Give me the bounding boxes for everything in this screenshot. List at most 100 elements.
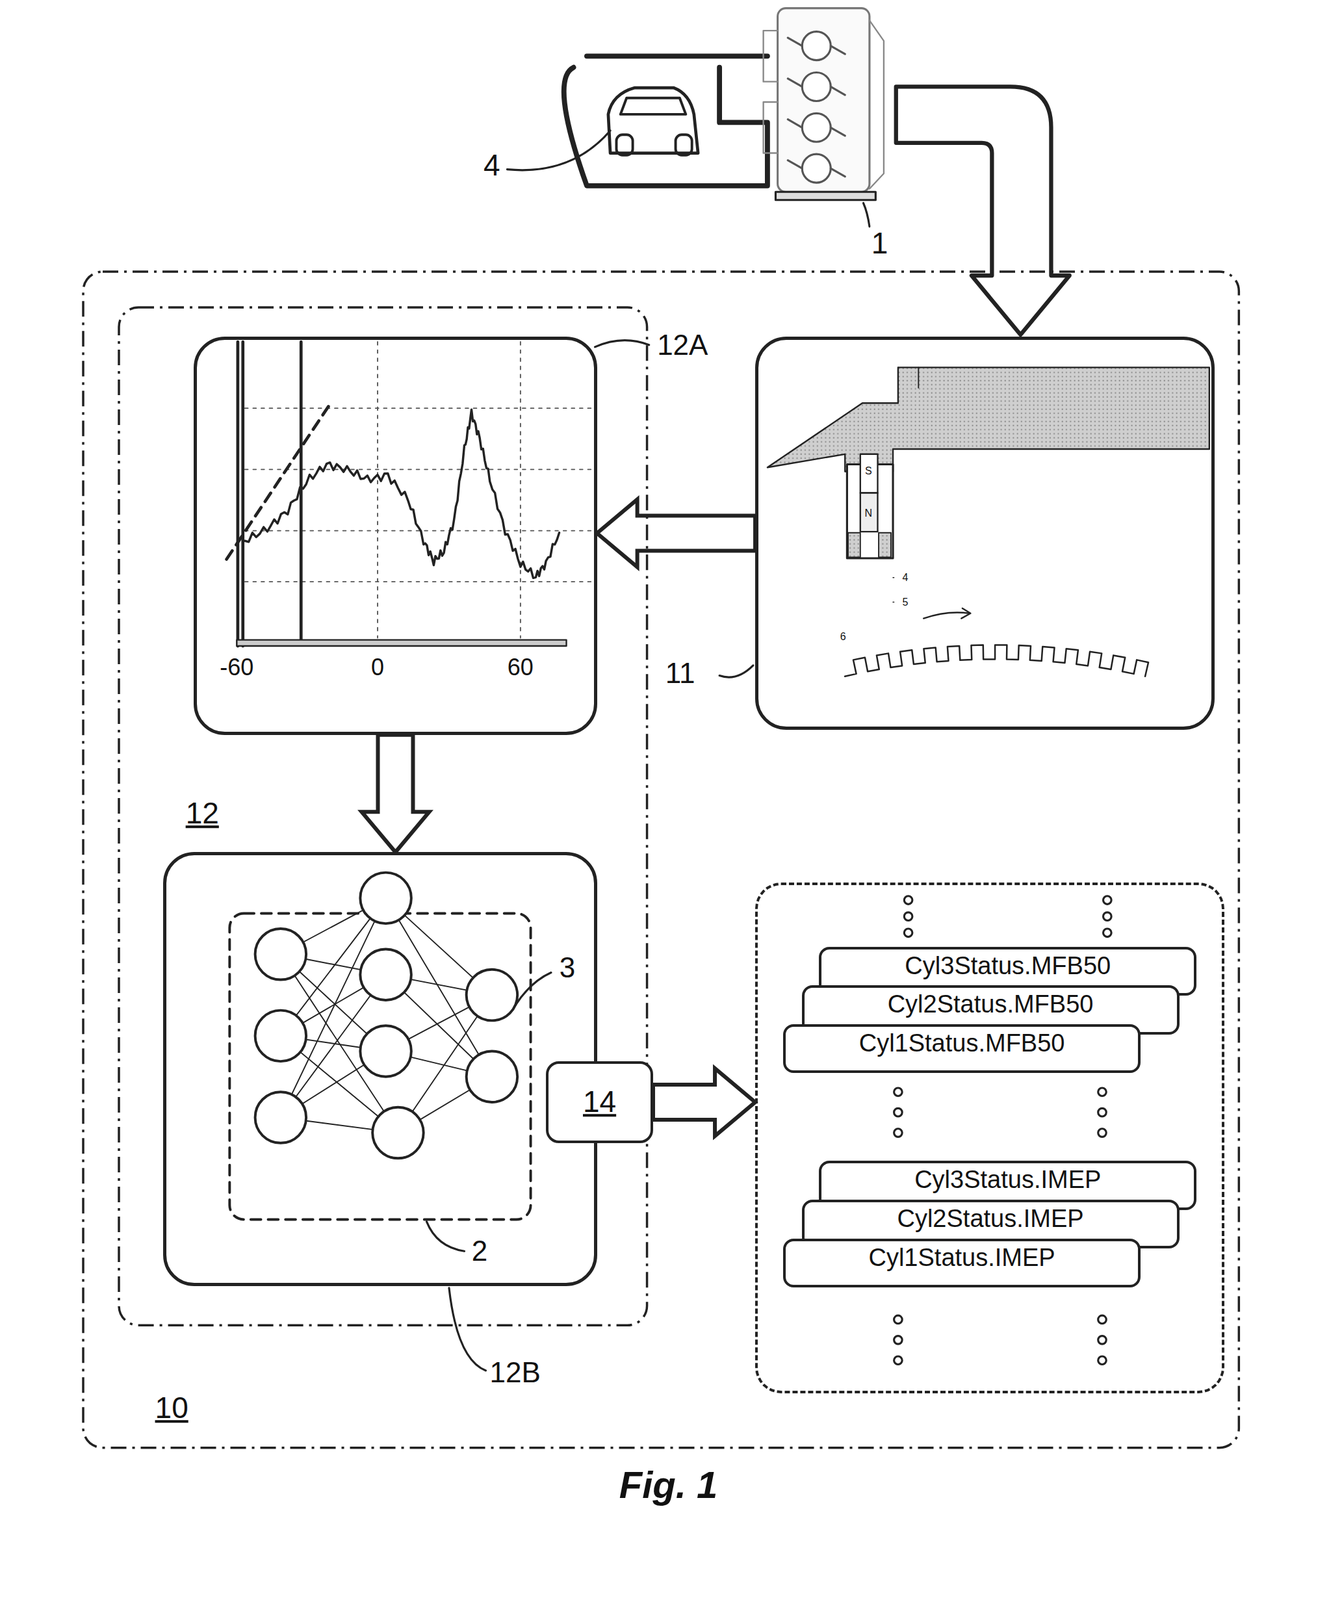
flow-arrow bbox=[597, 499, 756, 567]
leader-line bbox=[515, 972, 552, 1006]
system-boundary: 101212A-6006012B1411Cyl3Status.MFB50Cyl2… bbox=[81, 270, 1240, 1450]
ellipsis-dot bbox=[1103, 912, 1112, 921]
magnet bbox=[860, 454, 878, 494]
ellipsis-dot bbox=[894, 1356, 903, 1365]
neuron bbox=[466, 1050, 518, 1103]
tooth-wheel bbox=[844, 644, 1149, 676]
figure-caption: Fig. 1 bbox=[618, 1464, 719, 1506]
callout-number: 12A bbox=[655, 328, 710, 361]
leader-line bbox=[449, 1288, 487, 1371]
ellipsis-dot bbox=[894, 1128, 903, 1138]
status-text: Cyl2Status.IMEP bbox=[894, 1204, 1086, 1233]
ellipsis-dot bbox=[1098, 1315, 1107, 1324]
car-wheel bbox=[675, 134, 693, 155]
neuron bbox=[255, 1091, 307, 1144]
signal-curve bbox=[245, 409, 560, 578]
network-box: 12B bbox=[163, 851, 597, 1286]
cylinder bbox=[801, 154, 831, 183]
status-text: Cyl1Status.MFB50 bbox=[857, 1029, 1068, 1058]
flow-arrow bbox=[896, 86, 1070, 335]
ellipsis-dot bbox=[903, 896, 913, 905]
car-illustration bbox=[506, 55, 767, 186]
neuron bbox=[372, 1107, 424, 1159]
ellipsis-dot bbox=[903, 928, 913, 938]
axis-tick: 60 bbox=[505, 654, 536, 681]
engine-block bbox=[777, 8, 870, 193]
callout-number: 2 bbox=[470, 1235, 489, 1267]
network-box bbox=[229, 913, 531, 1220]
valve bbox=[787, 160, 845, 177]
leader-line bbox=[506, 130, 611, 171]
leader-line bbox=[863, 202, 870, 227]
callout-number: 10 bbox=[153, 1391, 191, 1426]
ellipsis-dot bbox=[1098, 1087, 1107, 1097]
callout-number: 1 bbox=[870, 226, 890, 260]
neuron bbox=[255, 1010, 307, 1062]
coil bbox=[878, 532, 891, 558]
ellipsis-dot bbox=[894, 1087, 903, 1097]
callout-number: 14 bbox=[580, 1085, 619, 1120]
chart-axis bbox=[236, 640, 567, 646]
magnet bbox=[860, 492, 878, 532]
pole-letter: N bbox=[863, 507, 875, 520]
neuron bbox=[466, 969, 518, 1021]
neuron bbox=[360, 872, 412, 925]
network-link bbox=[280, 898, 387, 1118]
car-windshield bbox=[620, 98, 687, 115]
status-text: Cyl2Status.MFB50 bbox=[885, 990, 1096, 1019]
leader-line bbox=[595, 340, 650, 348]
cylinder bbox=[801, 31, 831, 61]
output-group: Cyl3Status.MFB50Cyl2Status.MFB50Cyl1Stat… bbox=[755, 882, 1225, 1393]
cylinder bbox=[801, 72, 831, 101]
car-wheel bbox=[616, 134, 633, 155]
engine-sensor-plate bbox=[775, 191, 876, 201]
ellipsis-dot bbox=[894, 1315, 903, 1324]
ellipsis-dot bbox=[1098, 1108, 1107, 1117]
valve bbox=[787, 78, 845, 95]
car-body bbox=[608, 87, 698, 154]
pole-letter: S bbox=[863, 465, 874, 478]
boundary-line bbox=[118, 307, 648, 1326]
neuron bbox=[255, 928, 307, 981]
ellipsis-dot bbox=[894, 1336, 903, 1345]
flow-arrow bbox=[653, 1068, 756, 1136]
callout-number: 4 bbox=[482, 148, 502, 182]
callout-number: 12 bbox=[183, 796, 221, 831]
processing-group: 1212A-6006012B bbox=[117, 306, 649, 1327]
flow-arrow bbox=[361, 735, 429, 853]
axis-tick: 0 bbox=[369, 654, 387, 681]
sensor-box: 11 bbox=[755, 336, 1215, 730]
neuron bbox=[360, 948, 412, 1001]
slope-line bbox=[226, 406, 329, 560]
ellipsis-dot bbox=[903, 912, 913, 921]
leader-line bbox=[426, 1221, 465, 1252]
engine-illustration bbox=[763, 8, 884, 227]
neural-network bbox=[229, 872, 552, 1252]
engine-housing bbox=[767, 367, 1210, 472]
ellipsis-dot bbox=[894, 1108, 903, 1117]
ellipsis-dot bbox=[1103, 928, 1112, 938]
status-text: Cyl1Status.IMEP bbox=[866, 1243, 1057, 1272]
valve bbox=[787, 119, 845, 136]
coil bbox=[848, 532, 861, 558]
ellipsis-dot bbox=[1098, 1336, 1107, 1345]
ellipsis-dot bbox=[1098, 1128, 1107, 1138]
signal-box: 12A-60060 bbox=[193, 336, 597, 735]
road-outline bbox=[564, 67, 768, 186]
part-number: 6 bbox=[838, 631, 848, 643]
status-text: Cyl3Status.MFB50 bbox=[902, 952, 1113, 981]
engine-manifold bbox=[763, 20, 884, 189]
chart-grid bbox=[245, 341, 593, 638]
output-module: 14 bbox=[545, 1061, 654, 1144]
ellipsis-dot bbox=[1098, 1356, 1107, 1365]
road-edge bbox=[586, 53, 768, 59]
signal-chart bbox=[226, 341, 593, 646]
boundary-line bbox=[83, 271, 1239, 1448]
valve bbox=[787, 37, 845, 54]
status-box: Cyl1Status.MFB50 bbox=[783, 1024, 1141, 1073]
cylinder bbox=[801, 113, 831, 142]
status-text: Cyl3Status.IMEP bbox=[912, 1165, 1103, 1194]
neuron bbox=[360, 1025, 412, 1077]
callout-number: 11 bbox=[663, 657, 698, 690]
